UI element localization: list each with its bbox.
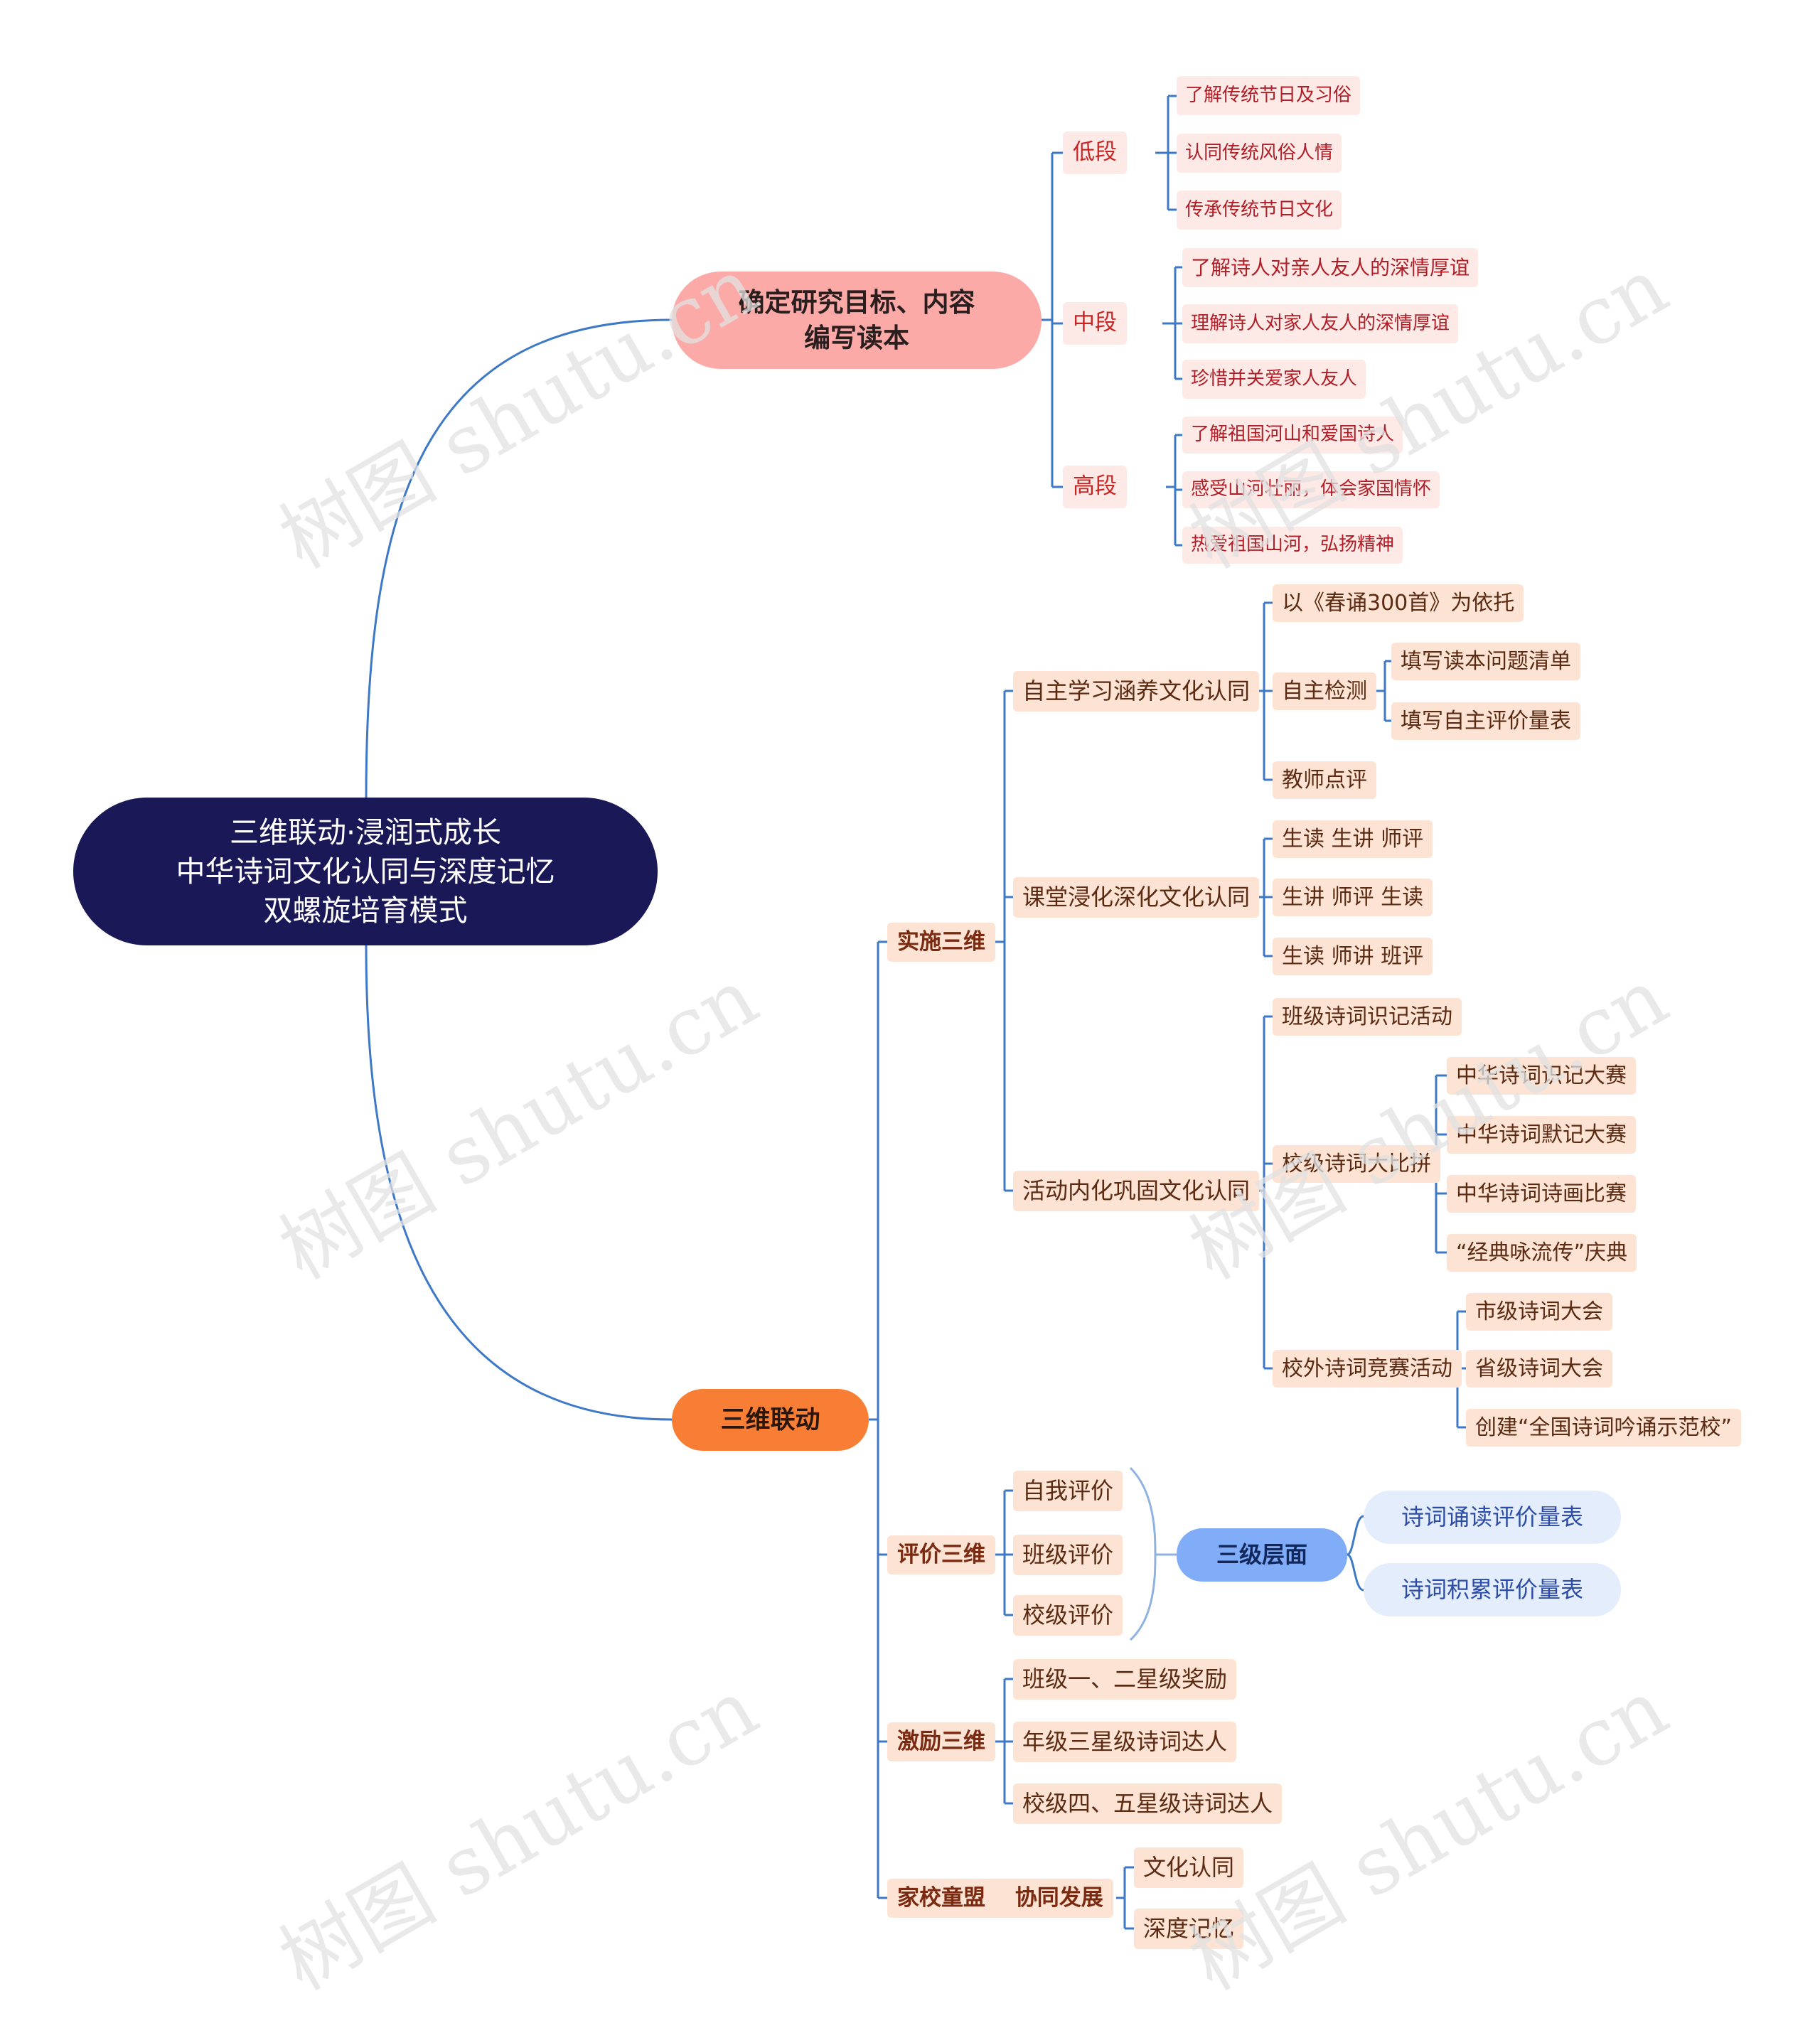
root-line-1: 三维联动·浸润式成长 — [229, 815, 502, 849]
self-check-node[interactable]: 自主检测 — [1273, 672, 1376, 710]
eval-item-school[interactable]: 校级评价 — [1013, 1595, 1123, 1636]
branch1-line-2: 编写读本 — [804, 322, 909, 353]
outside-contest-item-1[interactable]: 市级诗词大会 — [1466, 1293, 1612, 1331]
branch-three-dimension[interactable]: 三维联动 — [672, 1389, 869, 1451]
category-evaluation[interactable]: 评价三维 — [887, 1535, 995, 1574]
eval-item-class[interactable]: 班级评价 — [1013, 1535, 1123, 1575]
branch1-line-1: 确定研究目标、内容 — [738, 286, 975, 318]
levels-item-recite[interactable]: 诗词诵读评价量表 — [1364, 1491, 1621, 1544]
outside-contest-item-2[interactable]: 省级诗词大会 — [1466, 1350, 1612, 1388]
school-contest-item-4[interactable]: “经典咏流传”庆典 — [1447, 1234, 1637, 1272]
high-item-3[interactable]: 热爱祖国山河，弘扬精神 — [1182, 527, 1403, 564]
low-item-1[interactable]: 了解传统节日及习俗 — [1177, 76, 1361, 115]
low-item-3[interactable]: 传承传统节日文化 — [1177, 191, 1342, 230]
home-item-2[interactable]: 深度记忆 — [1134, 1909, 1244, 1949]
category-incentive[interactable]: 激励三维 — [887, 1722, 995, 1761]
teacher-review[interactable]: 教师点评 — [1273, 761, 1376, 799]
incentive-item-3[interactable]: 校级四、五星级诗词达人 — [1013, 1783, 1283, 1824]
self-check-item-2[interactable]: 填写自主评价量表 — [1391, 702, 1580, 740]
root-line-3: 双螺旋培育模式 — [263, 893, 468, 928]
segment-mid[interactable]: 中段 — [1063, 302, 1127, 345]
branch-research-goals[interactable]: 确定研究目标、内容 编写读本 — [672, 272, 1042, 369]
activity-node[interactable]: 活动内化巩固文化认同 — [1013, 1171, 1260, 1211]
classroom-item-1[interactable]: 生读 生讲 师评 — [1273, 820, 1433, 858]
classroom-item-2[interactable]: 生讲 师评 生读 — [1273, 879, 1433, 916]
segment-high[interactable]: 高段 — [1063, 466, 1127, 508]
mid-item-3[interactable]: 珍惜并关爱家人友人 — [1182, 360, 1366, 399]
category-implementation[interactable]: 实施三维 — [887, 923, 995, 962]
school-contest-node[interactable]: 校级诗词大比拼 — [1273, 1145, 1440, 1183]
school-contest-item-3[interactable]: 中华诗词诗画比赛 — [1447, 1175, 1636, 1213]
summary-brace — [1129, 1466, 1157, 1641]
root-line-2: 中华诗词文化认同与深度记忆 — [176, 854, 555, 889]
self-study-basis[interactable]: 以《春诵300首》为依托 — [1273, 584, 1524, 622]
eval-item-self[interactable]: 自我评价 — [1013, 1471, 1123, 1511]
high-item-1[interactable]: 了解祖国河山和爱国诗人 — [1182, 417, 1403, 454]
outside-contest-item-3[interactable]: 创建“全国诗词吟诵示范校” — [1466, 1409, 1742, 1447]
class-activity[interactable]: 班级诗词识记活动 — [1273, 998, 1462, 1036]
self-check-item-1[interactable]: 填写读本问题清单 — [1391, 643, 1580, 680]
school-contest-item-1[interactable]: 中华诗词识记大赛 — [1447, 1057, 1636, 1095]
segment-low[interactable]: 低段 — [1063, 132, 1127, 174]
outside-contest-node[interactable]: 校外诗词竞赛活动 — [1273, 1350, 1462, 1388]
home-item-1[interactable]: 文化认同 — [1134, 1847, 1244, 1888]
low-item-2[interactable]: 认同传统风俗人情 — [1177, 134, 1342, 173]
incentive-item-1[interactable]: 班级一、二星级奖励 — [1013, 1659, 1237, 1700]
school-contest-item-2[interactable]: 中华诗词默记大赛 — [1447, 1116, 1636, 1154]
classroom-item-3[interactable]: 生读 师讲 班评 — [1273, 938, 1433, 975]
three-levels-node[interactable]: 三级层面 — [1177, 1528, 1347, 1582]
root-topic[interactable]: 三维联动·浸润式成长 中华诗词文化认同与深度记忆 双螺旋培育模式 — [73, 798, 658, 945]
incentive-item-2[interactable]: 年级三星级诗词达人 — [1013, 1722, 1237, 1762]
high-item-2[interactable]: 感受山河壮丽，体会家国情怀 — [1182, 471, 1440, 508]
mid-item-2[interactable]: 理解诗人对家人友人的深情厚谊 — [1182, 304, 1459, 343]
levels-item-accumulate[interactable]: 诗词积累评价量表 — [1364, 1563, 1621, 1616]
category-home-school[interactable]: 家校童盟 协同发展 — [887, 1879, 1113, 1918]
classroom-node[interactable]: 课堂浸化深化文化认同 — [1013, 877, 1260, 918]
mid-item-1[interactable]: 了解诗人对亲人友人的深情厚谊 — [1182, 248, 1479, 287]
self-study-node[interactable]: 自主学习涵养文化认同 — [1013, 671, 1260, 712]
